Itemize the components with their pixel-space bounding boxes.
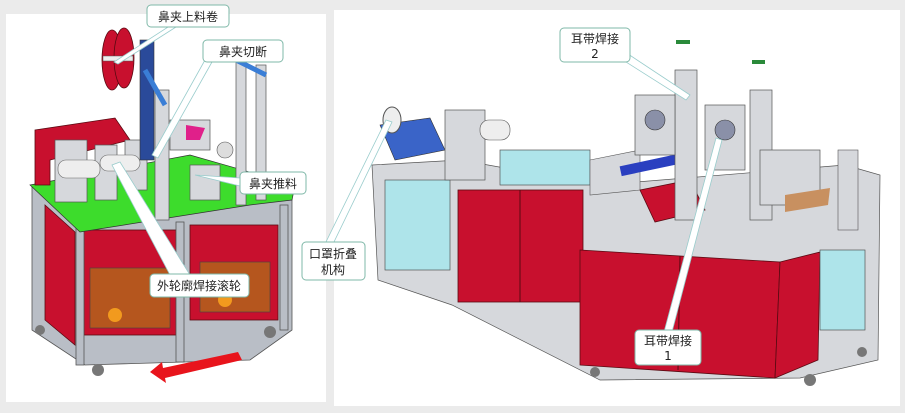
right-machine	[371, 40, 881, 386]
callout-label: 机构	[321, 262, 345, 277]
callout-label: 2	[591, 47, 599, 61]
direction-arrow	[150, 352, 242, 383]
callout-outer-contour-welding-roller: 外轮廓焊接滚轮	[111, 161, 250, 298]
callout-mask-folding-mechanism: 口罩折叠 机构	[301, 119, 393, 281]
callout-label: 外轮廓焊接滚轮	[157, 278, 241, 293]
callout-nose-clip-feed-roll: 鼻夹上料卷	[113, 4, 230, 65]
callout-label: 耳带焊接	[644, 333, 692, 348]
cyan-window	[384, 179, 451, 271]
callout-label: 1	[664, 349, 672, 363]
callout-label: 鼻夹上料卷	[158, 9, 218, 24]
callout-ear-loop-welding-1: 耳带焊接 1	[634, 137, 723, 366]
callout-label: 耳带焊接	[571, 31, 619, 46]
callout-nose-clip-pushing: 鼻夹推料	[194, 171, 307, 195]
callout-label: 口罩折叠	[309, 246, 357, 261]
side-door	[44, 204, 76, 346]
callout-label: 鼻夹切断	[219, 44, 267, 59]
callout-nose-clip-cutting: 鼻夹切断	[151, 39, 284, 159]
callout-ear-loop-welding-2: 耳带焊接 2	[559, 27, 691, 101]
callout-label: 鼻夹推料	[249, 176, 297, 191]
